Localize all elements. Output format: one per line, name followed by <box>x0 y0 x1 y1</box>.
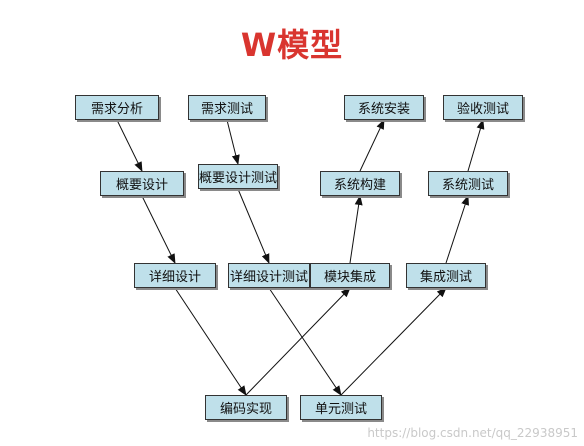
arrow-outline_design-to-detail_design <box>141 195 176 264</box>
node-unit-test: 单元测试 <box>300 395 382 420</box>
node-detail-design: 详细设计 <box>134 263 216 288</box>
watermark-text: https://blog.csdn.net/qq_22938951 <box>367 426 578 440</box>
node-outline-design: 概要设计 <box>100 171 184 196</box>
node-detail-design-test: 详细设计测试 <box>228 263 310 288</box>
arrow-module_integration-to-sys_build <box>349 195 363 264</box>
node-req-test: 需求测试 <box>188 95 266 120</box>
arrow-unit_test-to-integration_test <box>340 287 447 396</box>
node-sys-test: 系统测试 <box>428 171 508 196</box>
node-integration-test: 集成测试 <box>406 263 486 288</box>
arrow-req_analysis-to-outline_design <box>116 119 143 172</box>
diagram-title: W模型 <box>240 26 344 64</box>
node-sys-install: 系统安装 <box>344 95 424 120</box>
arrow-detail_design-to-coding <box>174 287 247 396</box>
arrow-integration_test-to-sys_test <box>445 195 469 264</box>
arrow-coding-to-module_integration <box>245 287 351 396</box>
node-sys-build: 系统构建 <box>320 171 400 196</box>
node-module-integration: 模块集成 <box>310 263 390 288</box>
node-outline-design-test: 概要设计测试 <box>198 164 278 189</box>
node-coding: 编码实现 <box>205 395 287 420</box>
arrow-sys_test-to-acceptance_test <box>467 119 485 172</box>
arrow-outline_design_test-to-detail_design_test <box>237 188 270 264</box>
node-acceptance-test: 验收测试 <box>443 95 523 120</box>
node-req-analysis: 需求分析 <box>75 95 159 120</box>
arrow-req_test-to-outline_design_test <box>226 119 240 165</box>
arrow-sys_build-to-sys_install <box>359 119 385 172</box>
arrow-detail_design_test-to-unit_test <box>268 287 342 396</box>
